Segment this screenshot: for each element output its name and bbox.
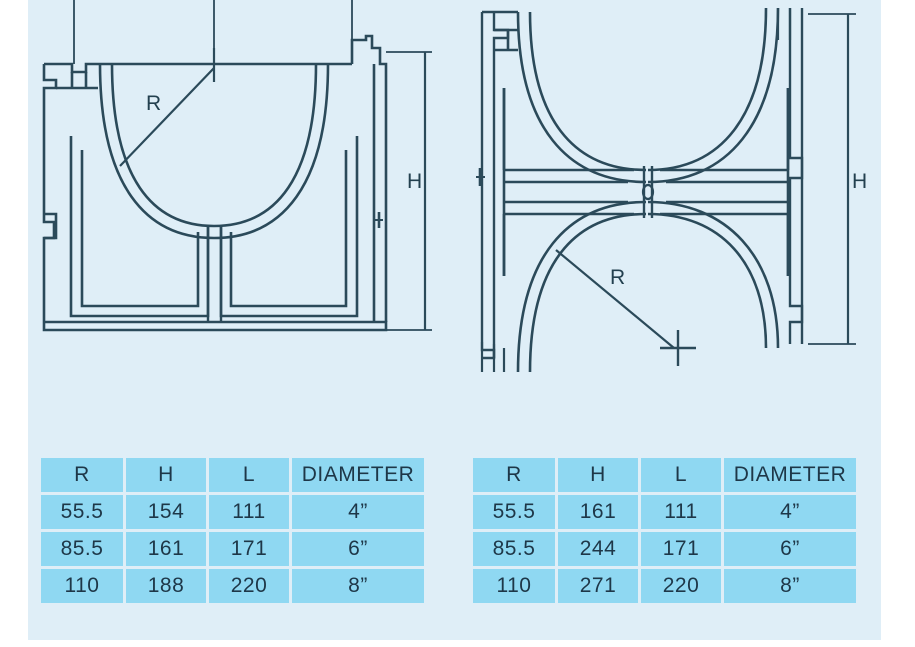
table-cell: 161 [558,495,638,529]
header-cell: R [473,458,555,492]
table-cell: 6” [724,532,856,566]
header-cell: H [126,458,206,492]
right-height-label: H [852,170,867,193]
header-cell: DIAMETER [724,458,856,492]
table-cell: 110 [41,569,123,603]
header-cell: R [41,458,123,492]
dimension-table-right: R H L DIAMETER 55.5 161 111 4” 85.5 244 … [470,455,859,606]
left-drawing: R H [42,0,432,332]
table-header-row: R H L DIAMETER [41,458,424,492]
left-height-label: H [407,170,422,193]
table-row: 55.5 154 111 4” [41,495,424,529]
table-cell: 8” [292,569,424,603]
table-cell: 111 [641,495,721,529]
table-cell: 244 [558,532,638,566]
table-header-row: R H L DIAMETER [473,458,856,492]
table-cell: 4” [724,495,856,529]
left-radius-label: R [146,92,161,115]
right-radius-label: R [610,266,625,289]
table-cell: 171 [641,532,721,566]
dimension-table-left: R H L DIAMETER 55.5 154 111 4” 85.5 161 … [38,455,427,606]
table-cell: 220 [209,569,289,603]
table-row: 110 271 220 8” [473,569,856,603]
table-cell: 6” [292,532,424,566]
header-cell: DIAMETER [292,458,424,492]
table-row: 85.5 244 171 6” [473,532,856,566]
table-cell: 111 [209,495,289,529]
right-drawing: R H [476,7,867,373]
table-row: 110 188 220 8” [41,569,424,603]
table-cell: 188 [126,569,206,603]
header-cell: L [641,458,721,492]
table-cell: 8” [724,569,856,603]
header-cell: H [558,458,638,492]
header-cell: L [209,458,289,492]
table-cell: 171 [209,532,289,566]
table-row: 55.5 161 111 4” [473,495,856,529]
table-cell: 154 [126,495,206,529]
table-cell: 85.5 [473,532,555,566]
table-cell: 271 [558,569,638,603]
table-cell: 110 [473,569,555,603]
table-cell: 55.5 [473,495,555,529]
table-cell: 4” [292,495,424,529]
table-cell: 161 [126,532,206,566]
table-cell: 85.5 [41,532,123,566]
table-row: 85.5 161 171 6” [41,532,424,566]
table-cell: 55.5 [41,495,123,529]
table-cell: 220 [641,569,721,603]
